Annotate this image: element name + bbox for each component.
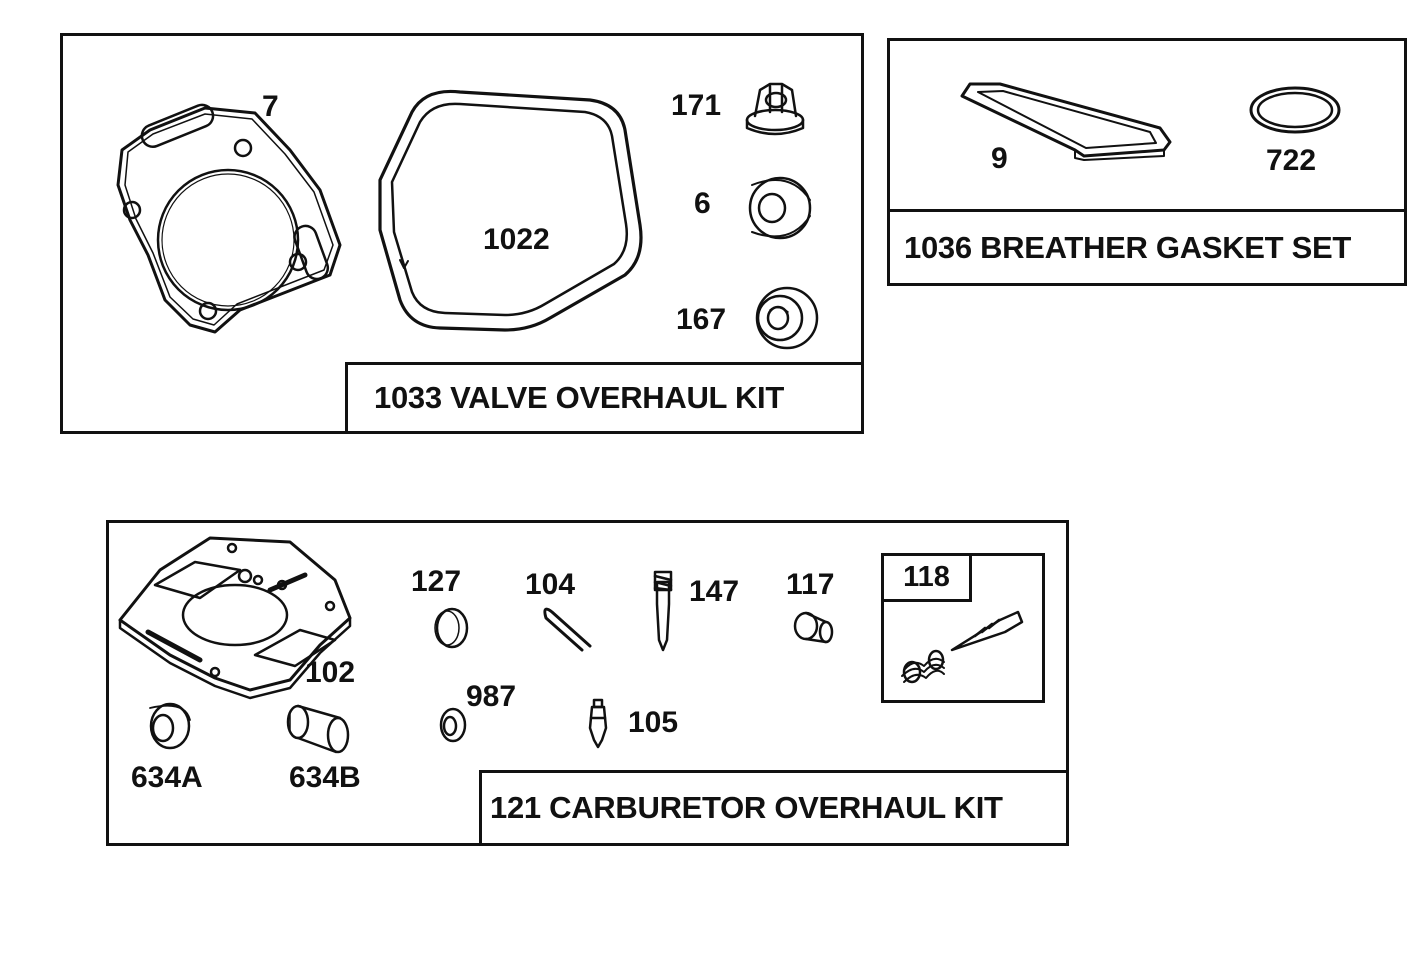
seal-634a-drawing — [149, 702, 191, 750]
part-label-104: 104 — [525, 568, 576, 601]
screw-117-drawing — [793, 611, 834, 644]
part-label-167: 167 — [676, 303, 727, 336]
valve-overhaul-kit-title: 1033 VALVE OVERHAUL KIT — [345, 362, 864, 434]
bushing-drawing — [755, 286, 819, 350]
part-label-9: 9 — [991, 142, 1008, 175]
part-label-722: 722 — [1266, 144, 1317, 177]
o-ring-drawing — [1249, 86, 1341, 134]
clip-drawing — [543, 607, 592, 652]
part-label-127: 127 — [411, 565, 462, 598]
part-label-171: 171 — [671, 89, 722, 122]
part-label-105: 105 — [628, 706, 679, 739]
part-label-6: 6 — [694, 187, 711, 220]
part-label-118: 118 — [881, 553, 972, 602]
part-label-987: 987 — [466, 680, 517, 713]
part-label-7: 7 — [262, 90, 279, 123]
part-label-634a: 634A — [131, 761, 203, 794]
part-label-634b: 634B — [289, 761, 361, 794]
breather-gasket-drawing — [960, 82, 1172, 161]
seal-634b-drawing — [286, 704, 350, 754]
part-label-102: 102 — [305, 656, 356, 689]
head-gasket-drawing — [116, 103, 342, 334]
part-label-147: 147 — [689, 575, 740, 608]
carburetor-mount-gasket-drawing — [118, 536, 352, 700]
needle-spring-drawing — [901, 610, 1024, 684]
needle-147-drawing — [653, 570, 673, 652]
part-label-1022: 1022 — [483, 223, 550, 256]
part-label-117: 117 — [786, 568, 835, 601]
carburetor-overhaul-kit-title: 121 CARBURETOR OVERHAUL KIT — [479, 770, 1069, 846]
inlet-needle-105-drawing — [588, 698, 608, 749]
valve-cover-gasket-drawing — [378, 89, 643, 332]
nut-drawing — [745, 82, 805, 136]
washer-987-drawing — [439, 707, 467, 743]
seal-drawing — [748, 176, 812, 240]
breather-gasket-set-title: 1036 BREATHER GASKET SET — [887, 209, 1407, 286]
plug-drawing — [434, 607, 469, 649]
